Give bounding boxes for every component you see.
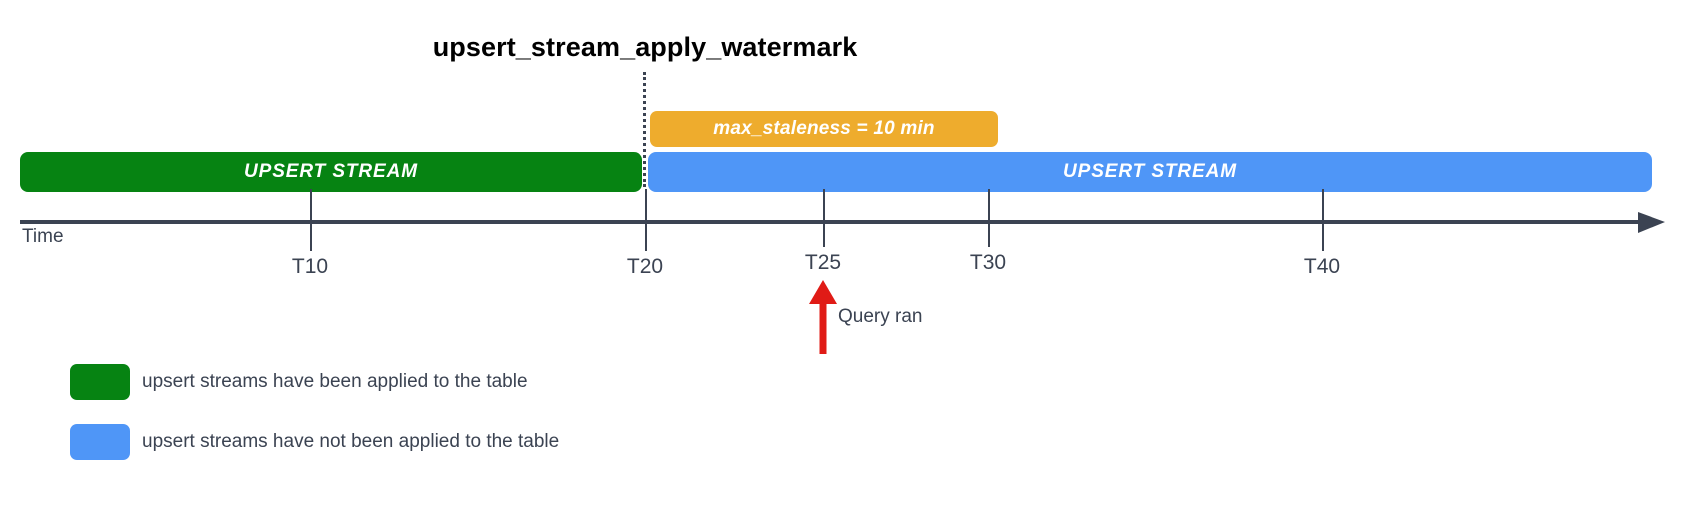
- page-title: upsert_stream_apply_watermark: [432, 32, 858, 62]
- time-axis-line: [20, 212, 1665, 233]
- upsert-stream-not-applied-bar: UPSERT STREAM: [648, 152, 1652, 192]
- max-staleness-label: max_staleness = 10 min: [713, 118, 935, 139]
- upsert-stream-applied-bar: UPSERT STREAM: [20, 152, 642, 192]
- upsert-stream-not-applied-label: UPSERT STREAM: [1063, 161, 1237, 182]
- legend-swatch-not-applied: [70, 424, 130, 460]
- upsert-stream-applied-label: UPSERT STREAM: [244, 161, 418, 182]
- axis-tick-t40: [1322, 189, 1324, 251]
- max-staleness-bar: max_staleness = 10 min: [650, 111, 998, 147]
- query-ran-arrow-icon: [809, 280, 837, 354]
- legend-swatch-applied: [70, 364, 130, 400]
- query-ran-label: Query ran: [838, 306, 923, 327]
- axis-tick-label-t20: T20: [626, 255, 664, 278]
- axis-tick-t30: [988, 189, 990, 247]
- axis-tick-label-t40: T40: [1303, 255, 1341, 278]
- watermark-marker-line: [643, 72, 646, 187]
- time-axis-label: Time: [22, 226, 64, 247]
- axis-tick-label-t10: T10: [291, 255, 329, 278]
- axis-tick-t25: [823, 189, 825, 247]
- legend-label-applied: upsert streams have been applied to the …: [142, 371, 528, 392]
- axis-tick-t20: [645, 189, 647, 251]
- legend-item-applied: upsert streams have been applied to the …: [70, 352, 559, 412]
- axis-tick-label-t30: T30: [969, 251, 1007, 274]
- legend-item-not-applied: upsert streams have not been applied to …: [70, 412, 559, 472]
- legend-label-not-applied: upsert streams have not been applied to …: [142, 431, 560, 452]
- axis-tick-t10: [310, 189, 312, 251]
- legend: upsert streams have been applied to the …: [70, 352, 559, 472]
- axis-tick-label-t25: T25: [804, 251, 842, 274]
